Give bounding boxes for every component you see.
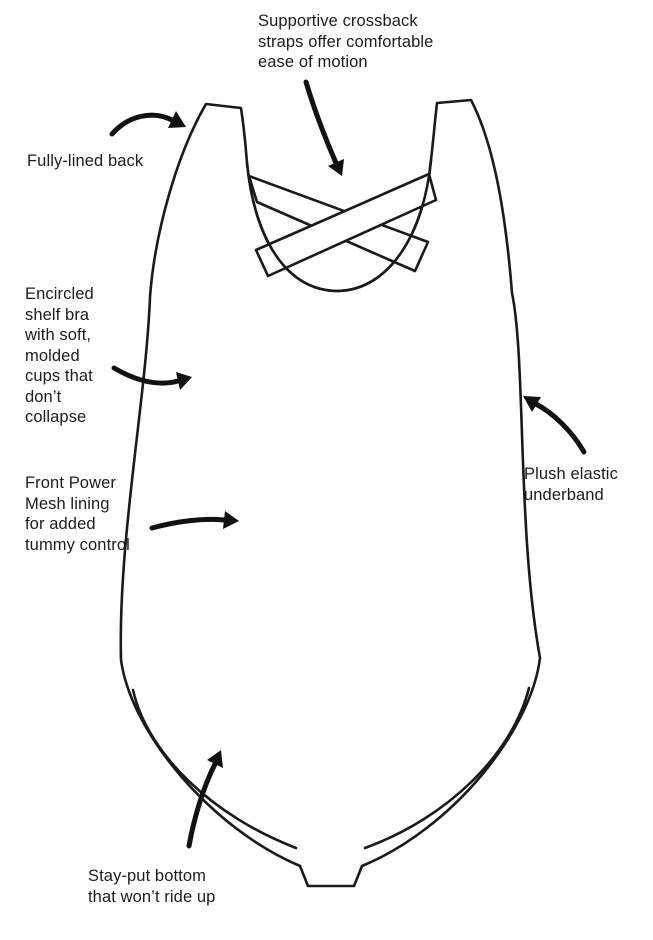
arrowhead-stay-put <box>207 750 223 768</box>
arrowhead-crossback <box>328 159 344 176</box>
arrow-stay-put <box>186 761 218 849</box>
leg-hem-inner-right <box>363 686 531 850</box>
arrow-shelf-bra <box>111 365 181 386</box>
arrowhead-underband <box>523 396 541 412</box>
arrowhead-power-mesh <box>223 511 239 529</box>
label-stay-put-bottom: Stay-put bottom that won’t ride up <box>88 867 216 906</box>
crossback-band-right-to-left <box>254 172 438 278</box>
arrowhead-fully-lined-back <box>168 111 186 128</box>
label-shelf-bra: Encircled shelf bra with soft, molded cu… <box>25 285 94 426</box>
neckline-edge <box>245 158 433 293</box>
label-crossback-straps: Supportive crossback straps offer comfor… <box>258 12 434 71</box>
label-fully-lined-back: Fully-lined back <box>27 152 144 170</box>
leg-hem-inner-left <box>131 688 298 850</box>
arrow-underband <box>533 401 587 455</box>
arrow-crossback <box>303 79 339 166</box>
arrowhead-shelf-bra <box>176 372 192 390</box>
label-elastic-underband: Plush elastic underband <box>524 465 618 504</box>
arrow-power-mesh <box>149 516 227 531</box>
arrow-fully-lined-back <box>109 112 175 137</box>
label-power-mesh: Front Power Mesh lining for added tummy … <box>25 474 130 554</box>
